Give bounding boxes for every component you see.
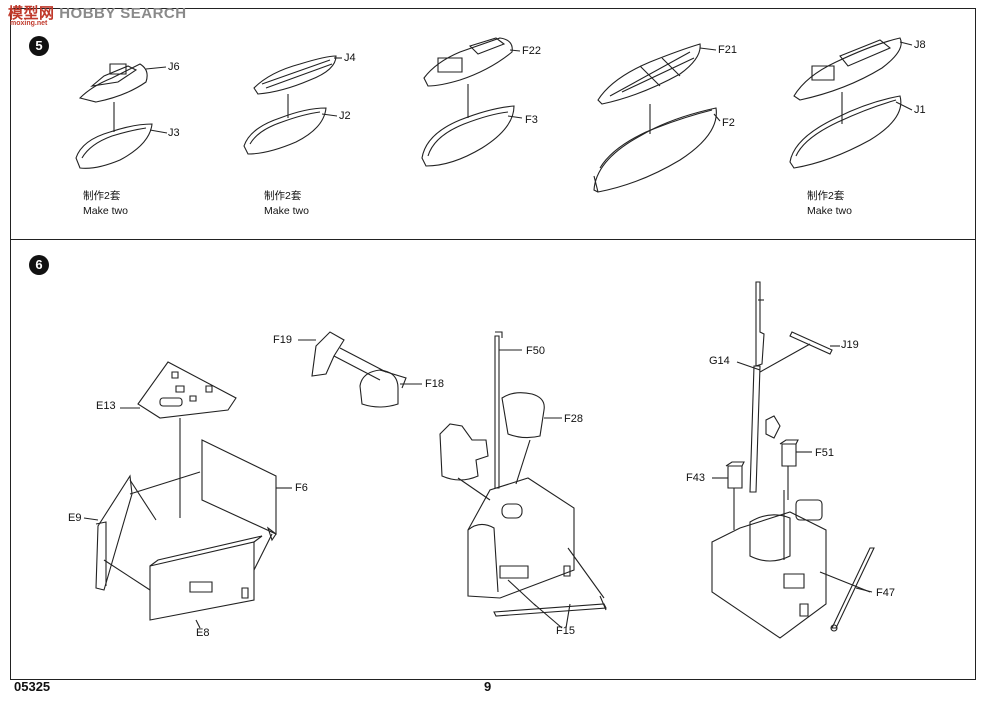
label-f50: F50 bbox=[526, 345, 545, 357]
boat-f22 bbox=[424, 38, 512, 86]
label-j6: J6 bbox=[168, 61, 180, 73]
part-f50 bbox=[495, 332, 502, 488]
part-e13 bbox=[138, 362, 236, 418]
step-divider bbox=[10, 239, 976, 240]
label-e13: E13 bbox=[96, 400, 116, 412]
label-j2: J2 bbox=[339, 110, 351, 122]
label-f51: F51 bbox=[815, 447, 834, 459]
boat-j4 bbox=[254, 56, 336, 94]
part-e8 bbox=[150, 536, 262, 620]
tower-assembly-right bbox=[712, 490, 826, 638]
watermark-url: moxing.net bbox=[10, 20, 48, 27]
label-j4: J4 bbox=[344, 52, 356, 64]
label-e9: E9 bbox=[68, 512, 82, 524]
label-f18: F18 bbox=[425, 378, 444, 390]
part-g14 bbox=[750, 282, 764, 492]
boat-j6 bbox=[80, 64, 147, 102]
boat-f2 bbox=[594, 108, 716, 192]
part-f15 bbox=[494, 596, 606, 616]
label-j3: J3 bbox=[168, 127, 180, 139]
label-j8: J8 bbox=[914, 39, 926, 51]
boat-j8 bbox=[794, 38, 901, 100]
label-f19: F19 bbox=[273, 334, 292, 346]
boat-j1 bbox=[790, 96, 901, 168]
label-f22: F22 bbox=[522, 45, 541, 57]
boat-j2 bbox=[244, 108, 326, 154]
step-6-badge: 6 bbox=[29, 255, 49, 275]
part-f43 bbox=[726, 462, 744, 488]
label-j19: J19 bbox=[841, 339, 859, 351]
part-f47 bbox=[831, 548, 874, 631]
part-f28 bbox=[502, 393, 544, 438]
kit-code: 05325 bbox=[14, 679, 51, 694]
step-5-badge: 5 bbox=[29, 36, 49, 56]
page-number: 9 bbox=[484, 679, 492, 694]
label-f43: F43 bbox=[686, 472, 705, 484]
part-f19-f18 bbox=[312, 332, 406, 407]
label-f3: F3 bbox=[525, 114, 538, 126]
boat-j3 bbox=[76, 124, 152, 168]
radar-part bbox=[766, 416, 780, 438]
label-f21: F21 bbox=[718, 44, 737, 56]
boat-f21 bbox=[598, 44, 700, 104]
label-f47: F47 bbox=[876, 587, 895, 599]
label-f15: F15 bbox=[556, 625, 575, 637]
part-f51 bbox=[780, 440, 798, 466]
part-j19 bbox=[790, 332, 832, 354]
label-g14: G14 bbox=[709, 355, 730, 367]
label-f6: F6 bbox=[295, 482, 308, 494]
label-f2: F2 bbox=[722, 117, 735, 129]
watermark-logo: 模型网 HOBBY SEARCH bbox=[8, 5, 187, 22]
part-f6 bbox=[202, 440, 276, 540]
label-f28: F28 bbox=[564, 413, 583, 425]
tower-assembly-mid bbox=[468, 478, 574, 598]
label-e8: E8 bbox=[196, 627, 210, 639]
part-e9 bbox=[96, 476, 132, 590]
boat-f3 bbox=[422, 106, 514, 166]
instruction-frame bbox=[10, 8, 976, 680]
label-j1: J1 bbox=[914, 104, 926, 116]
